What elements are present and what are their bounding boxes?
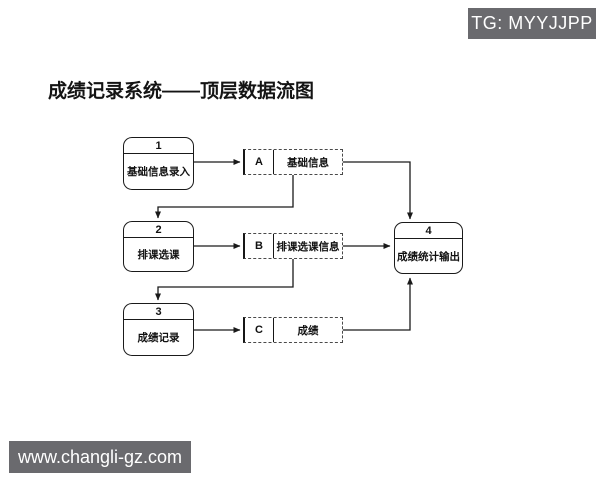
process-number: 2	[124, 222, 193, 238]
process-box-3: 3 成绩记录	[123, 303, 194, 356]
datastore-letter: A	[245, 150, 274, 174]
flow-a-to-p2	[155, 175, 294, 219]
tag-badge: TG: MYYJJPP	[468, 8, 596, 39]
process-label: 成绩统计输出	[397, 250, 460, 263]
process-number: 4	[395, 223, 462, 239]
datastore-label: 基础信息	[287, 156, 329, 169]
process-number: 1	[124, 138, 193, 154]
flow-c-to-p4	[343, 277, 413, 331]
process-label: 排课选课	[137, 249, 180, 261]
process-box-2: 2 排课选课	[123, 221, 194, 272]
site-watermark: www.changli-gz.com	[9, 441, 191, 473]
process-number: 3	[124, 304, 193, 320]
datastore-box-c: C 成绩	[243, 317, 343, 343]
process-label: 成绩记录	[137, 332, 180, 344]
datastore-letter: C	[245, 318, 274, 342]
datastore-label: 排课选课信息	[276, 240, 340, 253]
process-label: 基础信息录入	[127, 166, 190, 178]
process-box-4: 4 成绩统计输出	[394, 222, 463, 274]
datastore-label: 成绩	[297, 324, 319, 337]
flow-a-to-p4	[343, 161, 413, 220]
datastore-box-b: B 排课选课信息	[243, 233, 343, 259]
flow-b-to-p3	[155, 259, 294, 301]
datastore-box-a: A 基础信息	[243, 149, 343, 175]
process-box-1: 1 基础信息录入	[123, 137, 194, 190]
datastore-letter: B	[245, 234, 274, 258]
diagram-title: 成绩记录系统——顶层数据流图	[48, 81, 315, 102]
